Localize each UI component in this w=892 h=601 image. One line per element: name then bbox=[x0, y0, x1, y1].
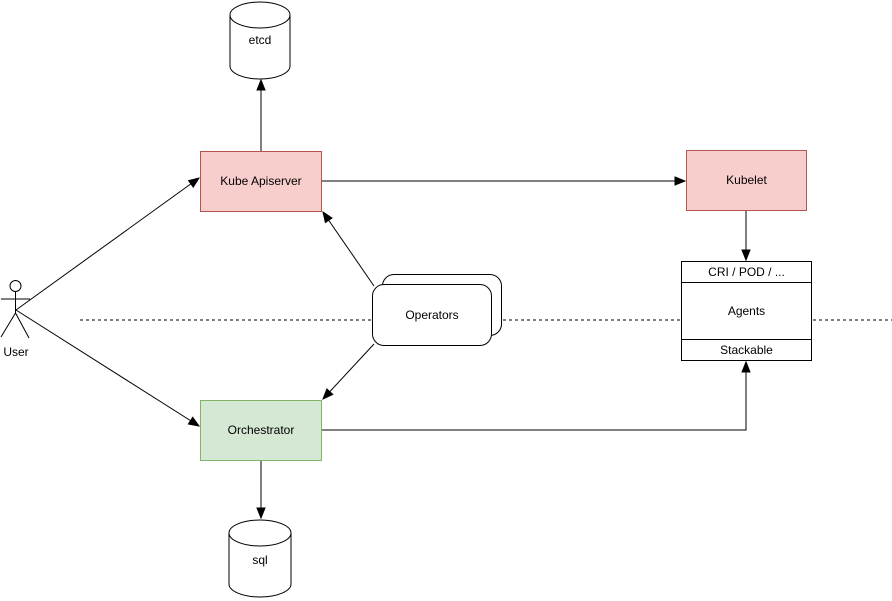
agents-stack-header: CRI / POD / ... bbox=[682, 262, 811, 283]
node-kubelet: Kubelet bbox=[686, 150, 807, 211]
user-actor-icon bbox=[0, 280, 30, 339]
node-kube-apiserver: Kube Apiserver bbox=[200, 151, 322, 212]
edge-orchestrator-to-agents bbox=[322, 362, 746, 431]
kube-apiserver-label: Kube Apiserver bbox=[220, 174, 302, 189]
edge-operators-to-apiserver bbox=[323, 212, 375, 287]
edge-user-to-apiserver bbox=[15, 178, 199, 311]
agents-body-label: Agents bbox=[727, 304, 766, 318]
etcd-label: etcd bbox=[248, 33, 272, 47]
agents-header-label: CRI / POD / ... bbox=[708, 265, 785, 279]
node-operators: Operators bbox=[372, 284, 492, 346]
orchestrator-label: Orchestrator bbox=[227, 423, 295, 438]
agents-stack-footer: Stackable bbox=[682, 339, 811, 360]
user-label: User bbox=[3, 345, 29, 359]
edge-user-to-orchestrator bbox=[15, 309, 199, 426]
sql-label: sql bbox=[252, 553, 268, 567]
etcd-cylinder bbox=[229, 1, 291, 80]
edge-operators-to-orchestrator bbox=[323, 343, 375, 399]
operators-label: Operators bbox=[405, 307, 459, 322]
agents-stack-body: Agents bbox=[682, 283, 811, 339]
agents-footer-label: Stackable bbox=[720, 343, 773, 357]
node-agents-stack: CRI / POD / ... Agents Stackable bbox=[681, 261, 812, 361]
kubelet-label: Kubelet bbox=[726, 173, 767, 188]
node-orchestrator: Orchestrator bbox=[200, 400, 322, 461]
sql-cylinder bbox=[228, 519, 292, 598]
